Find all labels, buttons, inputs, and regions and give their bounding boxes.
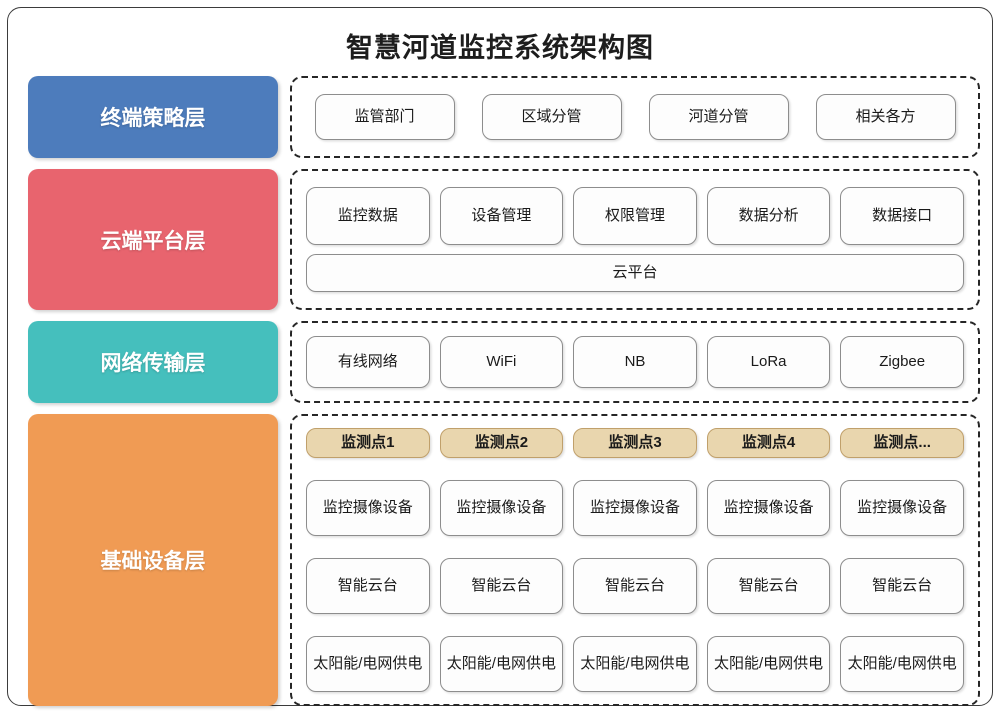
power-1[interactable]: 太阳能/电网供电	[439, 636, 564, 692]
network-item-3[interactable]: LoRa	[706, 336, 831, 388]
layer-group-infrastructure: 监测点1 监测点2 监测点3 监测点4 监测点... 监控摄像设备 监控摄像设备…	[290, 414, 980, 706]
camera-row: 监控摄像设备 监控摄像设备 监控摄像设备 监控摄像设备 监控摄像设备	[306, 480, 964, 536]
camera-1[interactable]: 监控摄像设备	[439, 480, 564, 536]
layer-group-cloud: 监控数据 设备管理 权限管理 数据分析 数据接口 云平台	[290, 169, 980, 310]
power-4[interactable]: 太阳能/电网供电	[840, 636, 964, 692]
gimbal-1[interactable]: 智能云台	[439, 558, 564, 614]
power-2[interactable]: 太阳能/电网供电	[573, 636, 697, 692]
gimbal-2[interactable]: 智能云台	[573, 558, 697, 614]
network-items: 有线网络 WiFi NB LoRa Zigbee	[306, 336, 964, 388]
gimbal-4[interactable]: 智能云台	[840, 558, 964, 614]
page-title: 智慧河道监控系统架构图	[346, 33, 654, 63]
network-item-0[interactable]: 有线网络	[306, 336, 430, 388]
power-0[interactable]: 太阳能/电网供电	[306, 636, 430, 692]
layer-label-policy[interactable]: 终端策略层	[28, 76, 278, 158]
layer-row-cloud: 云端平台层 监控数据 设备管理 权限管理 数据分析 数据接口 云平台	[28, 169, 980, 310]
camera-2[interactable]: 监控摄像设备	[573, 480, 697, 536]
camera-0[interactable]: 监控摄像设备	[306, 480, 430, 536]
monitor-points-row: 监测点1 监测点2 监测点3 监测点4 监测点...	[306, 428, 964, 458]
policy-item-1[interactable]: 区域分管	[481, 94, 622, 140]
layer-label-network[interactable]: 网络传输层	[28, 321, 278, 403]
camera-3[interactable]: 监控摄像设备	[706, 480, 831, 536]
cloud-item-1[interactable]: 设备管理	[439, 187, 564, 245]
network-item-1[interactable]: WiFi	[439, 336, 564, 388]
layer-row-infrastructure: 基础设备层 监测点1 监测点2 监测点3 监测点4 监测点... 监控摄像设备 …	[28, 414, 980, 706]
cloud-item-4[interactable]: 数据接口	[840, 187, 964, 245]
cloud-item-0[interactable]: 监控数据	[306, 187, 430, 245]
monitor-point-2[interactable]: 监测点3	[573, 428, 697, 458]
gimbal-3[interactable]: 智能云台	[706, 558, 831, 614]
power-row: 太阳能/电网供电 太阳能/电网供电 太阳能/电网供电 太阳能/电网供电 太阳能/…	[306, 636, 964, 692]
layer-group-policy: 监管部门 区域分管 河道分管 相关各方	[290, 76, 980, 158]
cloud-item-2[interactable]: 权限管理	[573, 187, 697, 245]
gimbal-row: 智能云台 智能云台 智能云台 智能云台 智能云台	[306, 558, 964, 614]
cloud-platform-row: 云平台	[306, 245, 964, 292]
diagram-frame: 智慧河道监控系统架构图 终端策略层 监管部门 区域分管 河道分管 相关各方 云端…	[7, 7, 993, 706]
monitor-point-3[interactable]: 监测点4	[706, 428, 831, 458]
monitor-point-1[interactable]: 监测点2	[439, 428, 564, 458]
network-item-2[interactable]: NB	[573, 336, 697, 388]
power-3[interactable]: 太阳能/电网供电	[706, 636, 831, 692]
layer-label-cloud[interactable]: 云端平台层	[28, 169, 278, 310]
layer-group-network: 有线网络 WiFi NB LoRa Zigbee	[290, 321, 980, 403]
layer-row-policy: 终端策略层 监管部门 区域分管 河道分管 相关各方	[28, 76, 980, 158]
gimbal-0[interactable]: 智能云台	[306, 558, 430, 614]
cloud-item-3[interactable]: 数据分析	[706, 187, 831, 245]
policy-item-0[interactable]: 监管部门	[314, 94, 455, 140]
monitor-point-4[interactable]: 监测点...	[840, 428, 964, 458]
network-item-4[interactable]: Zigbee	[840, 336, 964, 388]
policy-items: 监管部门 区域分管 河道分管 相关各方	[306, 94, 964, 140]
policy-item-3[interactable]: 相关各方	[815, 94, 956, 140]
layer-row-network: 网络传输层 有线网络 WiFi NB LoRa Zigbee	[28, 321, 980, 403]
monitor-point-0[interactable]: 监测点1	[306, 428, 430, 458]
cloud-platform-bar[interactable]: 云平台	[306, 254, 964, 292]
layer-label-infrastructure[interactable]: 基础设备层	[28, 414, 278, 706]
cloud-items: 监控数据 设备管理 权限管理 数据分析 数据接口	[306, 187, 964, 245]
policy-item-2[interactable]: 河道分管	[648, 94, 789, 140]
camera-4[interactable]: 监控摄像设备	[840, 480, 964, 536]
